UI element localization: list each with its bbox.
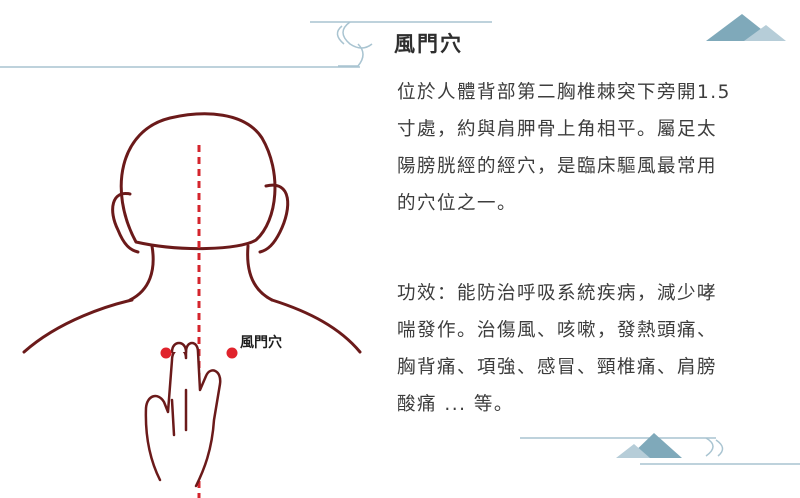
back-of-head-illustration (22, 112, 362, 498)
mountain-icon-top (706, 14, 786, 41)
right-ear (258, 183, 290, 254)
acupoint-dot-left (160, 347, 172, 359)
left-shoulder (22, 298, 134, 354)
right-shoulder (270, 298, 362, 354)
acupoint-efficacy: 功效：能防治呼吸系統疾病，減少哮喘發作。治傷風、咳嗽，發熱頭痛、胸背痛、項強、感… (397, 283, 718, 415)
acupoint-description: 位於人體背部第二胸椎棘突下旁開1.5寸處，約與肩胛骨上角相平。屬足太陽膀胱經的經… (397, 82, 731, 214)
left-ear (111, 192, 140, 254)
head-outline (119, 112, 277, 251)
acupoint-dot-right (226, 347, 238, 359)
hand-pointing (144, 341, 222, 488)
acupoint-label: 風門穴 (240, 335, 282, 351)
mountain-icon-bottom (616, 433, 682, 458)
page-title: 風門穴 (394, 32, 463, 56)
